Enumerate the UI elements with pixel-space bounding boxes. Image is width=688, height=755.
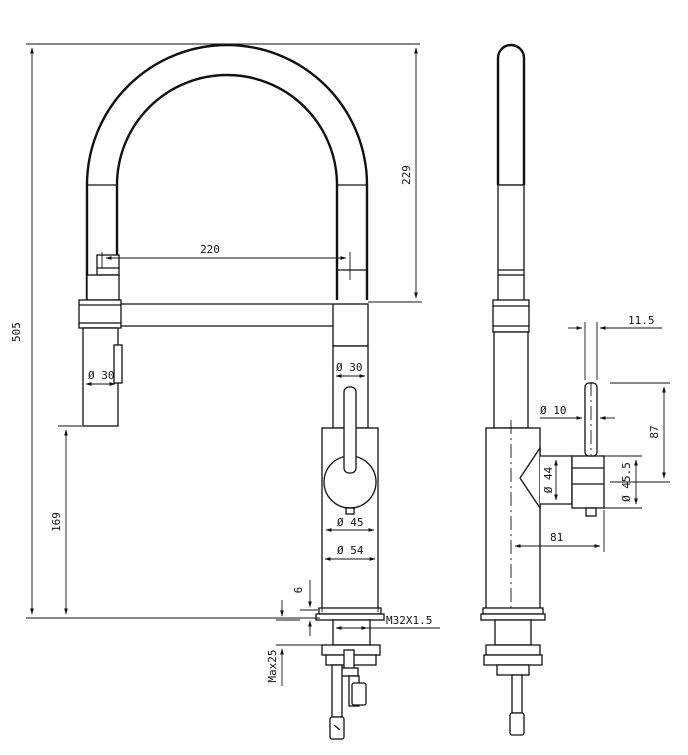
spout-arc-outer: [85, 43, 369, 300]
side-handle-hub: [571, 455, 605, 509]
handle-lever: [343, 386, 357, 474]
spout-arc-inner: [115, 73, 339, 300]
dim-spray-diameter: Ø 30: [88, 369, 115, 382]
dim-reach: 220: [200, 243, 220, 256]
dim-arc-height: 229: [400, 165, 413, 185]
spray-collar: [78, 299, 122, 329]
dim-side-handle-offset: 11.5: [628, 314, 655, 327]
spray-button: [113, 344, 123, 384]
dim-max-deck: Max25: [266, 649, 279, 682]
dim-side-handle-length: 87: [648, 425, 661, 438]
side-column: [493, 331, 529, 429]
dim-handle-rod-diameter: Ø 10: [540, 404, 567, 417]
dim-spray-height: 169: [50, 512, 63, 532]
dim-total-height: 505: [10, 322, 23, 342]
dim-handle-depth: 81: [550, 531, 563, 544]
side-tube-top: [496, 43, 526, 185]
front-view: [78, 43, 385, 740]
side-body: [485, 427, 541, 614]
base-plate: [318, 607, 382, 615]
side-view: [480, 43, 605, 736]
dim-body-diameter: Ø 30: [336, 361, 363, 374]
dim-base-diameter: Ø 54: [337, 544, 364, 557]
dim-thread: M32X1.5: [386, 614, 432, 627]
dim-hub-diameter-b: Ø 45.5: [620, 462, 633, 502]
body-collar: [332, 303, 369, 347]
dim-hub-diameter-a: Ø 44: [542, 466, 555, 493]
side-dimensions: 11.5 87 Ø 10 Ø 44 Ø 45.5 81: [514, 314, 670, 552]
dim-base-thickness: 6: [292, 587, 305, 594]
front-dimensions: 505 229 220 Ø 30 Ø 30 Ø 45 Ø 54 169 6: [10, 43, 440, 686]
dim-handle-base-diameter: Ø 45: [337, 516, 364, 529]
side-collar: [492, 299, 530, 333]
